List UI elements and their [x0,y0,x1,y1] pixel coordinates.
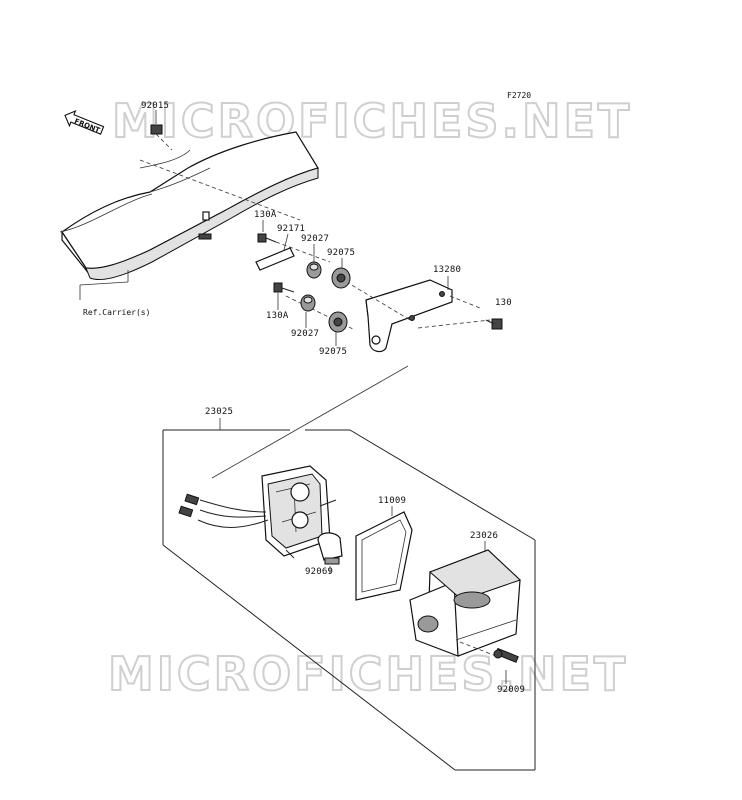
callout-130a-bottom: 130A [266,311,289,321]
callout-92027-bottom: 92027 [291,329,319,339]
callout-92075-top: 92075 [327,248,355,258]
callout-23025: 23025 [205,407,233,417]
lens-23026 [409,549,521,657]
assembly-leader [211,365,409,479]
ref-carrier-label: Ref.Carrier(s) [83,308,150,317]
bolt-130 [485,318,503,330]
collar-92027-bottom [300,294,316,312]
carrier-rack [59,131,319,300]
screw-92009 [459,641,519,663]
callout-130: 130 [495,298,512,308]
bracket-13280 [285,277,491,353]
assembly-23025-box [162,418,536,771]
lamp-housing [178,465,337,559]
bolt-130a-bottom [273,282,295,293]
diagram-code: F2720 [507,91,531,100]
front-arrow-icon: FRONT [64,109,105,135]
callout-92009: 92009 [497,685,525,695]
callout-92069: 92069 [305,567,333,577]
plate-92171 [255,247,295,271]
callout-13280: 13280 [433,265,461,275]
grommet-92075-top [331,267,351,289]
callout-130a-top: 130A [254,210,277,220]
callout-23026: 23026 [470,531,498,541]
watermark-bottom: MICROFICHES.NET [108,647,628,701]
gasket-11009 [355,511,413,601]
nut-92015 [150,124,173,151]
callout-92075-bottom: 92075 [319,347,347,357]
bulb-92069 [317,532,343,565]
grommet-92075-bottom [328,311,348,333]
collar-92027-top [306,261,322,279]
watermark-top: MICROFICHES.NET [112,94,632,148]
callout-11009: 11009 [378,496,406,506]
callout-92015: 92015 [141,101,169,111]
callout-92171: 92171 [277,224,305,234]
callout-92027-top: 92027 [301,234,329,244]
